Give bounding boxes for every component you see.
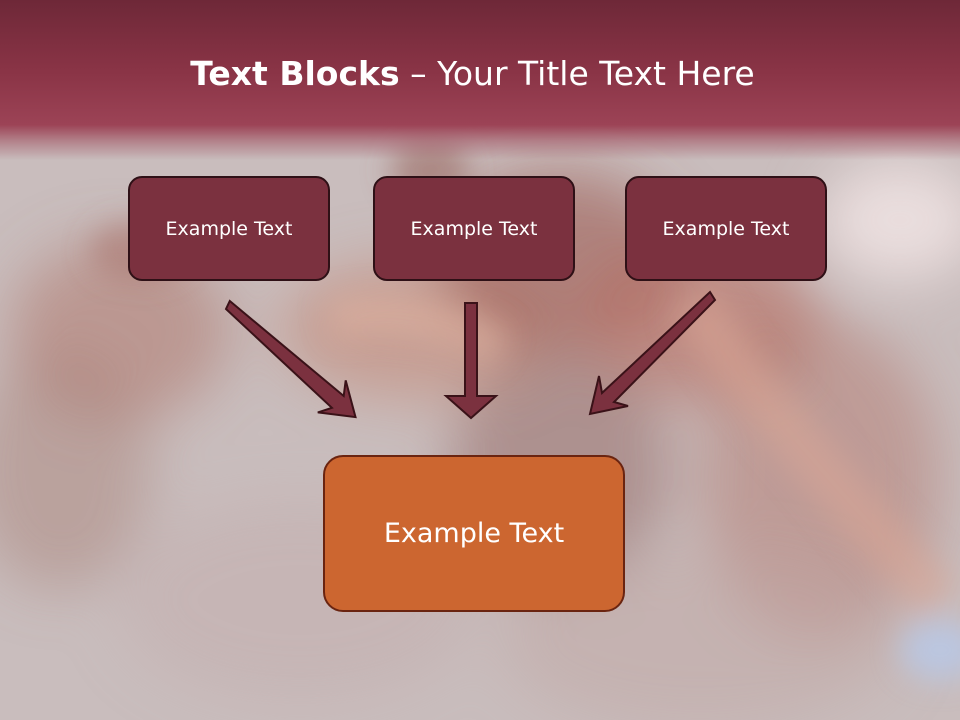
text-block-main-label: Example Text [383, 518, 565, 549]
text-block-top-1[interactable]: Example Text [128, 176, 330, 281]
text-block-top-3-label: Example Text [662, 217, 790, 240]
title-band [0, 0, 960, 160]
title-rest-part: – Your Title Text Here [399, 54, 755, 93]
title-bold-part: Text Blocks [190, 54, 400, 93]
text-block-top-1-label: Example Text [165, 217, 293, 240]
text-block-main[interactable]: Example Text [323, 455, 625, 612]
arrow-right-diagonal [588, 290, 717, 416]
arrow-left-diagonal [224, 299, 357, 419]
text-block-top-2-label: Example Text [410, 217, 538, 240]
text-block-top-2[interactable]: Example Text [373, 176, 575, 281]
text-block-top-3[interactable]: Example Text [625, 176, 827, 281]
slide-title: Text Blocks – Your Title Text Here [0, 50, 945, 98]
arrow-center-down [443, 302, 499, 420]
